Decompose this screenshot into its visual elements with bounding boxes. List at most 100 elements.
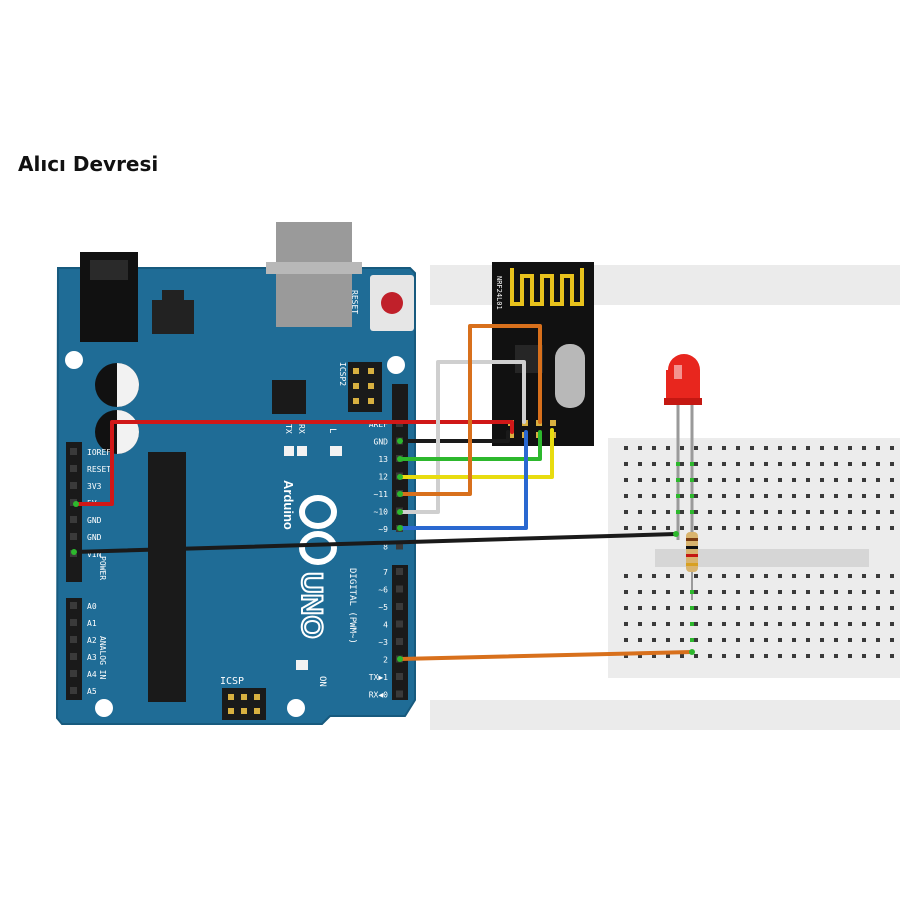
breadboard-hole (834, 638, 838, 642)
breadboard-hole (750, 494, 754, 498)
breadboard-hole (778, 606, 782, 610)
breadboard-hole (722, 638, 726, 642)
header-socket (70, 516, 77, 523)
breadboard-hole (890, 526, 894, 530)
header-socket (70, 482, 77, 489)
icsp-header (222, 688, 266, 720)
breadboard-hole (764, 654, 768, 658)
breadboard-hole (708, 606, 712, 610)
breadboard-hole (680, 574, 684, 578)
header-socket (70, 653, 77, 660)
pin-label: A0 (87, 602, 97, 611)
breadboard-hole (806, 590, 810, 594)
breadboard-hole (778, 526, 782, 530)
breadboard-hole (890, 654, 894, 658)
breadboard-hole (708, 590, 712, 594)
pin-label: 8 (383, 543, 388, 552)
header-socket (70, 687, 77, 694)
breadboard-hole (778, 590, 782, 594)
breadboard-hole (848, 526, 852, 530)
breadboard-hole (848, 494, 852, 498)
breadboard-hole (652, 638, 656, 642)
header-socket (396, 568, 403, 575)
breadboard-hole (876, 446, 880, 450)
breadboard-hole (792, 526, 796, 530)
breadboard-hole (652, 654, 656, 658)
nrf24l01-module: NRF24L01 (492, 262, 594, 446)
breadboard-hole (666, 462, 670, 466)
breadboard-hole (820, 622, 824, 626)
mounting-hole (387, 356, 405, 374)
breadboard-hole (792, 494, 796, 498)
breadboard-hole (848, 606, 852, 610)
pin-labels: IOREFRESET3V35VGNDGNDVINA0A1A2A3A4A5AREF… (87, 420, 388, 700)
header-socket (396, 690, 403, 698)
reset-button-cap[interactable] (381, 292, 403, 314)
breadboard-hole (876, 590, 880, 594)
breadboard-hole (680, 606, 684, 610)
breadboard-hole (722, 526, 726, 530)
breadboard-hole (722, 622, 726, 626)
breadboard-hole (764, 526, 768, 530)
breadboard-hole (722, 446, 726, 450)
breadboard-hole (666, 446, 670, 450)
breadboard-hole (876, 638, 880, 642)
pin-label: GND (374, 438, 389, 447)
breadboard-hole (890, 622, 894, 626)
breadboard-hole (652, 510, 656, 514)
breadboard-hole (694, 574, 698, 578)
crystal (555, 344, 585, 408)
breadboard-hole (778, 622, 782, 626)
pin-label: RX◀0 (369, 691, 388, 700)
header-socket (396, 603, 403, 610)
breadboard-hole (876, 462, 880, 466)
breadboard-hole (736, 526, 740, 530)
on-led (296, 660, 308, 670)
breadboard-hole (750, 606, 754, 610)
wire-orange-mosi (398, 324, 542, 496)
breadboard-hole (624, 462, 628, 466)
header-socket (70, 465, 77, 472)
breadboard-hole (680, 462, 684, 466)
breadboard-hole (806, 654, 810, 658)
breadboard-hole (862, 462, 866, 466)
breadboard-hole (736, 494, 740, 498)
breadboard-hole (722, 478, 726, 482)
breadboard-hole (708, 526, 712, 530)
breadboard-hole (750, 622, 754, 626)
breadboard-hole (848, 622, 852, 626)
breadboard-hole (708, 494, 712, 498)
breadboard-hole (890, 606, 894, 610)
breadboard-hole (624, 590, 628, 594)
breadboard-hole (624, 526, 628, 530)
breadboard-hole (778, 446, 782, 450)
breadboard-hole (638, 462, 642, 466)
pin-label: IOREF (87, 448, 111, 457)
breadboard-hole (792, 462, 796, 466)
breadboard-hole (680, 590, 684, 594)
breadboard-hole (638, 574, 642, 578)
breadboard-hole (792, 590, 796, 594)
header-socket (70, 448, 77, 455)
breadboard-hole (806, 478, 810, 482)
breadboard-hole (834, 510, 838, 514)
reset-label: RESET (350, 290, 359, 314)
breadboard (608, 438, 900, 678)
breadboard-hole (862, 590, 866, 594)
header-socket (70, 670, 77, 677)
pin-label: 13 (378, 455, 388, 464)
breadboard-hole (694, 462, 698, 466)
breadboard-hole (876, 606, 880, 610)
l-led (330, 446, 342, 456)
pin-label: VIN (87, 550, 102, 559)
usb-chip (272, 380, 306, 414)
breadboard-hole (694, 590, 698, 594)
breadboard-hole (792, 446, 796, 450)
breadboard-hole (890, 638, 894, 642)
breadboard-hole (652, 590, 656, 594)
pin-label: 4 (383, 621, 388, 630)
breadboard-hole (834, 494, 838, 498)
voltage-regulator (152, 300, 194, 334)
breadboard-hole (652, 526, 656, 530)
breadboard-hole (834, 462, 838, 466)
